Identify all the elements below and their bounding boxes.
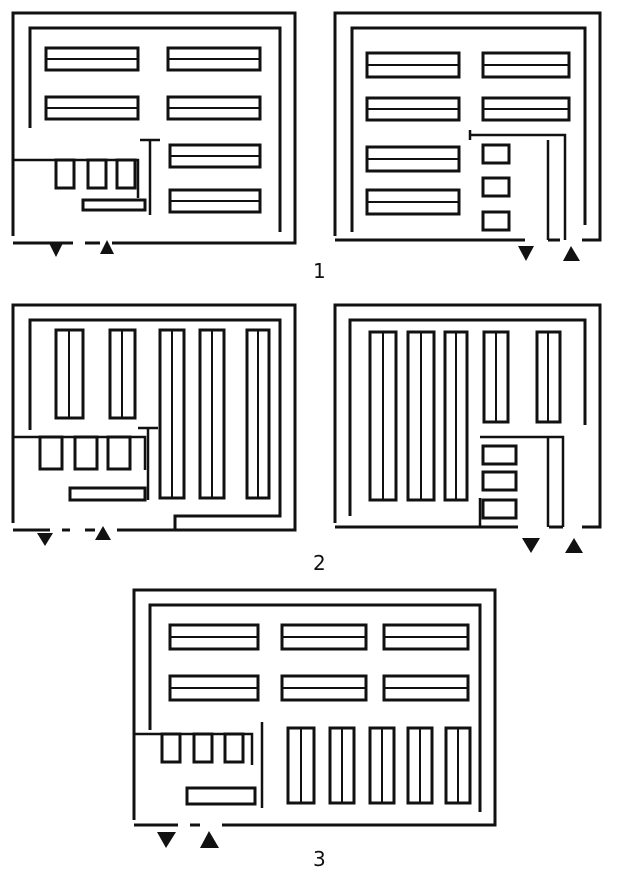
- checkout-counter: [86, 158, 108, 190]
- service-counter: [68, 486, 147, 502]
- checkout-partition: [468, 130, 567, 240]
- plan-1-left: [11, 11, 297, 257]
- checkout-counter: [38, 435, 64, 471]
- outer-wall: [11, 303, 297, 532]
- figure-label-2: 2: [313, 551, 326, 575]
- inner-wall: [148, 603, 482, 812]
- triangle-up-icon: [563, 246, 580, 261]
- checkout-counter: [54, 158, 76, 190]
- checkout-counter: [115, 158, 137, 190]
- triangle-down-icon: [49, 243, 63, 257]
- service-counter: [81, 198, 147, 212]
- checkout-counter: [481, 210, 511, 232]
- triangle-down-icon: [37, 533, 53, 546]
- triangle-up-icon: [565, 538, 583, 553]
- figure-label-3: 3: [313, 847, 326, 871]
- inner-wall: [28, 26, 282, 232]
- checkout-partition: [480, 435, 565, 527]
- service-counter: [185, 786, 257, 806]
- triangle-up-icon: [200, 831, 219, 848]
- inner-wall: [28, 318, 282, 530]
- triangle-down-icon: [518, 246, 534, 261]
- outer-wall: [132, 588, 497, 827]
- checkout-counter: [481, 444, 518, 466]
- inner-wall: [348, 318, 587, 516]
- checkout-counter: [73, 435, 99, 471]
- figure-label-1: 1: [313, 259, 326, 283]
- triangle-up-icon: [100, 240, 114, 254]
- checkout-counter: [481, 143, 511, 165]
- triangle-up-icon: [95, 526, 111, 540]
- plan-1-right: [333, 11, 602, 261]
- plan-3: [132, 588, 497, 848]
- checkout-counter: [481, 498, 518, 520]
- outer-wall: [333, 11, 602, 242]
- plan-2-right: [333, 303, 602, 553]
- checkout-counter: [481, 470, 518, 492]
- plan-2-left: [11, 303, 297, 546]
- checkout-counter: [223, 732, 245, 764]
- triangle-down-icon: [522, 538, 540, 553]
- checkout-counter: [192, 732, 214, 764]
- checkout-counter: [160, 732, 182, 764]
- checkout-counter: [481, 176, 511, 198]
- outer-wall: [333, 303, 602, 529]
- inner-wall: [350, 26, 587, 232]
- triangle-down-icon: [157, 832, 176, 848]
- checkout-counter: [106, 435, 132, 471]
